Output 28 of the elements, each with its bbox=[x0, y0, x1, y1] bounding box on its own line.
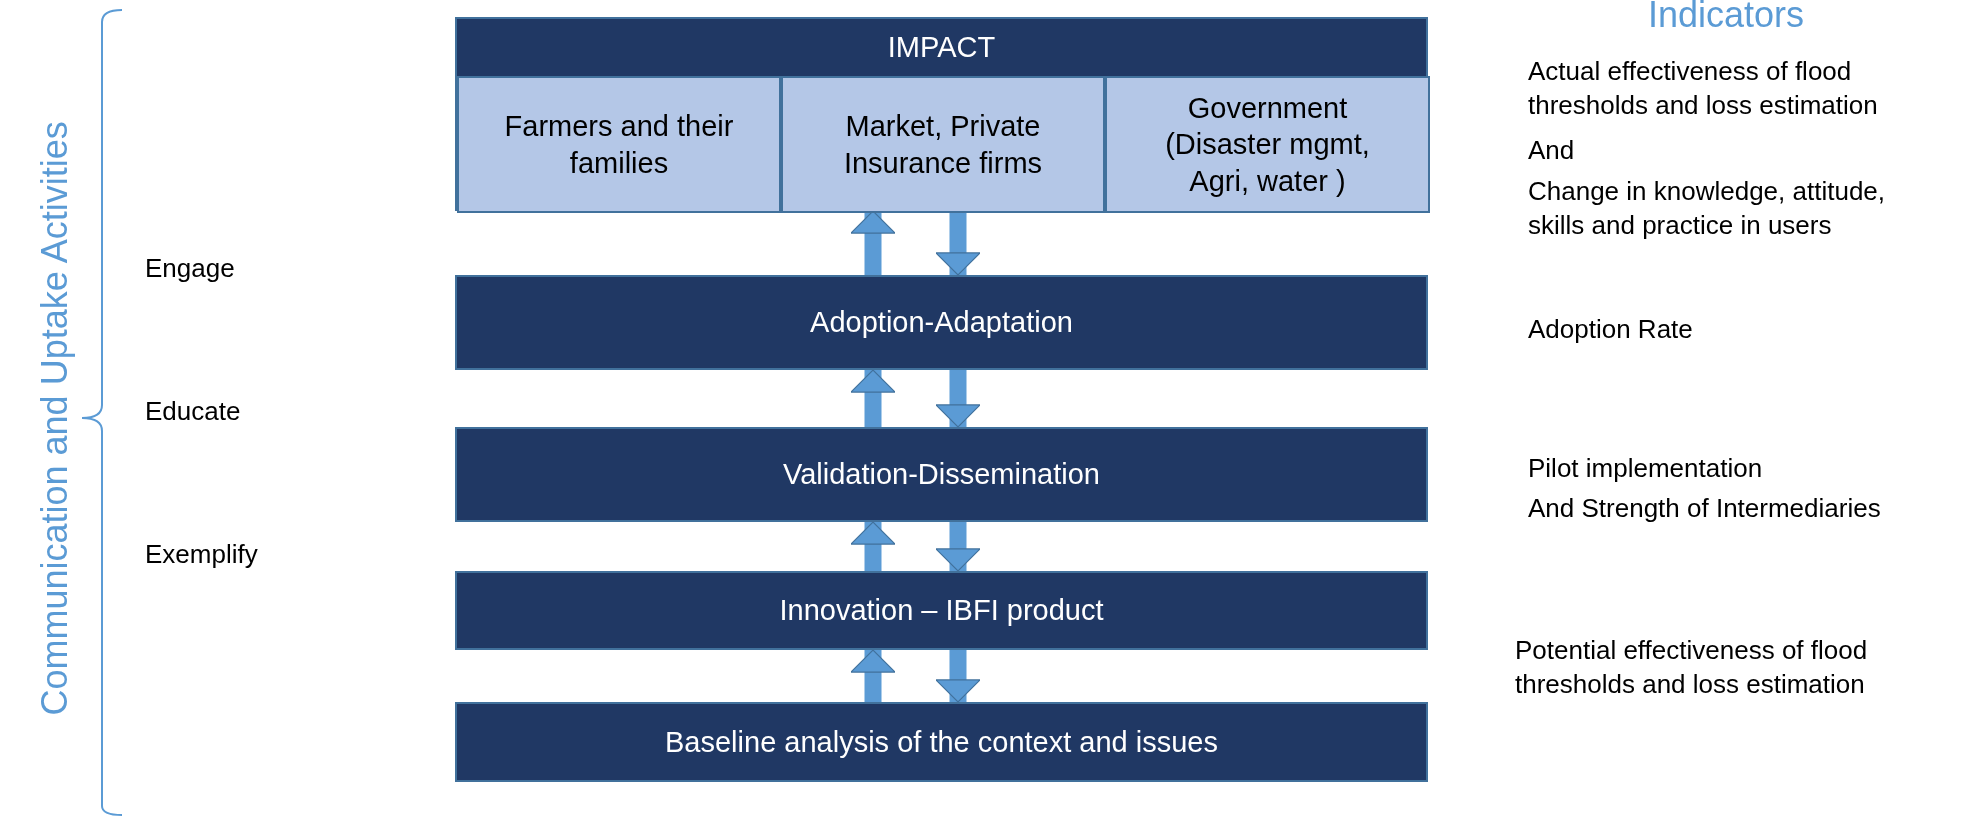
indicator-text: Pilot implementation bbox=[1528, 452, 1763, 485]
impact-panel bbox=[455, 17, 1428, 211]
stage-bar: Adoption-Adaptation bbox=[455, 275, 1428, 370]
block-arrow bbox=[850, 369, 896, 427]
block-arrow bbox=[935, 650, 981, 703]
indicator-text: Change in knowledge, attitude, skills and practice in users bbox=[1528, 175, 1887, 242]
activity-label: Exemplify bbox=[145, 538, 258, 571]
panel-heading: IMPACT bbox=[457, 19, 1426, 76]
indicator-text: Actual effectiveness of flood thresholds and loss estimation bbox=[1528, 55, 1879, 122]
stage-bar: Baseline analysis of the context and issues bbox=[455, 702, 1428, 782]
indicator-text: Potential effectiveness of flood thresholds and loss estimation bbox=[1515, 634, 1869, 701]
stage-bar: Innovation – IBFI product bbox=[455, 571, 1428, 650]
indicator-text: Adoption Rate bbox=[1528, 313, 1693, 346]
indicator-text: And Strength of Intermediaries bbox=[1528, 492, 1881, 525]
stage-bar: Validation-Dissemination bbox=[455, 427, 1428, 522]
side-heading: Communication and Uptake Activities bbox=[32, 120, 76, 716]
block-arrow bbox=[850, 521, 896, 571]
block-arrow bbox=[935, 211, 981, 276]
block-arrow bbox=[935, 522, 981, 572]
block-arrow bbox=[850, 649, 896, 702]
stakeholder-cell: Government (Disaster mgmt, Agri, water ) bbox=[1105, 76, 1430, 213]
block-arrow bbox=[935, 370, 981, 428]
indicator-text: And bbox=[1528, 134, 1575, 167]
stakeholder-cell: Market, Private Insurance firms bbox=[781, 76, 1105, 213]
stakeholder-cell: Farmers and their families bbox=[457, 76, 781, 213]
activity-label: Engage bbox=[145, 252, 235, 285]
activity-label: Educate bbox=[145, 395, 241, 428]
column-heading: Indicators bbox=[1648, 0, 1805, 37]
